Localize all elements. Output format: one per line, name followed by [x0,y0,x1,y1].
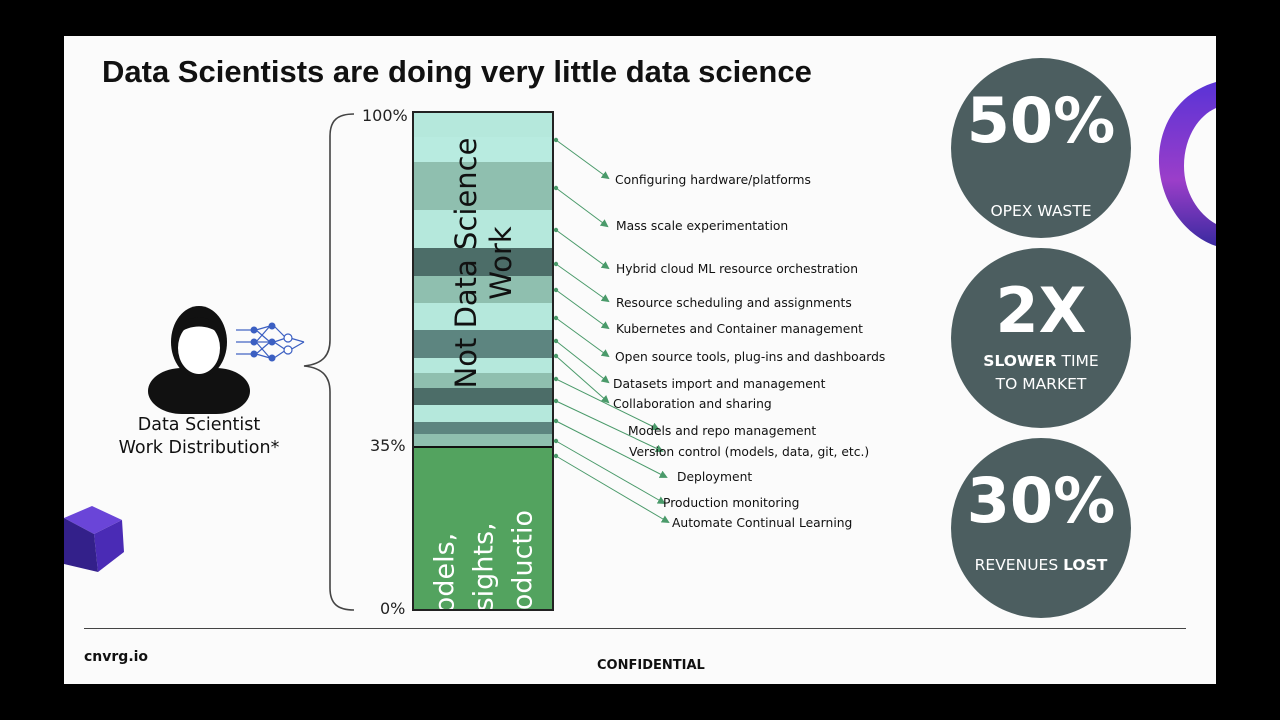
band-segment [414,210,552,248]
axis-label-top: 100% [362,106,408,125]
band-segment [414,113,552,137]
connector-dot [553,398,559,404]
stat-caption-text: TO MARKET [995,375,1087,393]
task-label: Kubernetes and Container management [616,322,863,336]
slide-title: Data Scientists are doing very little da… [102,54,812,89]
task-label: Collaboration and sharing [613,397,772,411]
stat-value: 2X [995,274,1087,347]
task-label: Deployment [677,470,753,484]
stat-caption: OPEX WASTE [951,200,1131,223]
connector-arrow [555,289,610,330]
curly-brace-icon [303,113,355,611]
stat-caption-line2: TO MARKET [951,373,1131,396]
data-scientist-avatar-icon [148,306,250,414]
stat-caption-bold: SLOWER [983,352,1057,370]
band-segment [414,330,552,358]
stat-caption-text: REVENUES [974,556,1064,574]
connector-arrow [555,139,610,180]
task-label: Hybrid cloud ML resource orchestration [616,262,858,276]
connector-arrow [555,355,610,404]
task-label: Resource scheduling and assignments [616,296,852,310]
decorative-ring-icon [1158,82,1216,246]
data-scientist-label: Data Scientist Work Distribution* [104,414,294,460]
connector-arrow [555,378,660,430]
stat-caption: REVENUES LOST [951,554,1131,577]
stat-caption-bold: LOST [1063,556,1108,574]
stat-circle-time-to-market: 2X SLOWER TIME TO MARKET [951,248,1131,428]
stat-circle-revenues: 30% REVENUES LOST [951,438,1131,618]
confidential-label: CONFIDENTIAL [597,658,705,673]
footer-divider [84,628,1186,629]
stat-caption-text: TIME [1056,352,1099,370]
band-segment [414,303,552,330]
connector-arrow [555,317,610,358]
connector-arrow [555,420,668,478]
data-scientist-label-line1: Data Scientist [137,415,261,435]
task-label: Models and repo management [628,424,817,438]
band-segment [414,422,552,434]
connector-dot [553,376,559,382]
stat-caption-text: OPEX WASTE [990,202,1092,220]
stat-circle-opex: 50% OPEX WASTE [951,58,1131,238]
band-segment [414,405,552,422]
connector-arrow [555,455,670,524]
stat-value: 30% [966,464,1116,537]
band-segment [414,248,552,276]
axis-label-bottom: 0% [380,599,406,618]
connector-arrow [555,263,610,303]
stat-value: 50% [966,84,1116,157]
task-label: Datasets import and management [613,377,826,391]
band-segment [414,162,552,210]
decorative-cube-icon [64,506,124,572]
axis-label-mid: 35% [370,436,406,455]
band-segment [414,358,552,373]
band-segment [414,388,552,405]
task-label: Configuring hardware/platforms [615,173,811,187]
task-label: Version control (models, data, git, etc.… [629,445,870,459]
data-scientist-label-line2: Work Distribution* [118,438,280,458]
task-label: Open source tools, plug-ins and dashboar… [615,350,886,364]
connector-arrow [555,440,666,504]
task-label: Production monitoring [663,496,800,510]
band-segment [414,137,552,162]
connector-arrow [555,187,609,228]
neural-network-icon [236,322,305,362]
connector-arrow [555,229,610,270]
work-distribution-column: Not Data Science Work Models, Insights, … [412,111,554,611]
slide: Data Scientists are doing very little da… [64,36,1216,684]
data-science-segment [414,448,552,609]
band-segment [414,276,552,303]
task-label: Automate Continual Learning [672,516,853,530]
task-label: Mass scale experimentation [616,219,789,233]
band-segment [414,373,552,388]
stat-caption: SLOWER TIME [951,350,1131,373]
column-split-line [414,446,552,448]
band-segment [414,434,552,446]
company-logo: cnvrg.io [84,649,149,665]
connector-arrow [555,400,664,453]
task-connector-arrows [553,137,670,524]
connector-arrow [555,340,610,384]
